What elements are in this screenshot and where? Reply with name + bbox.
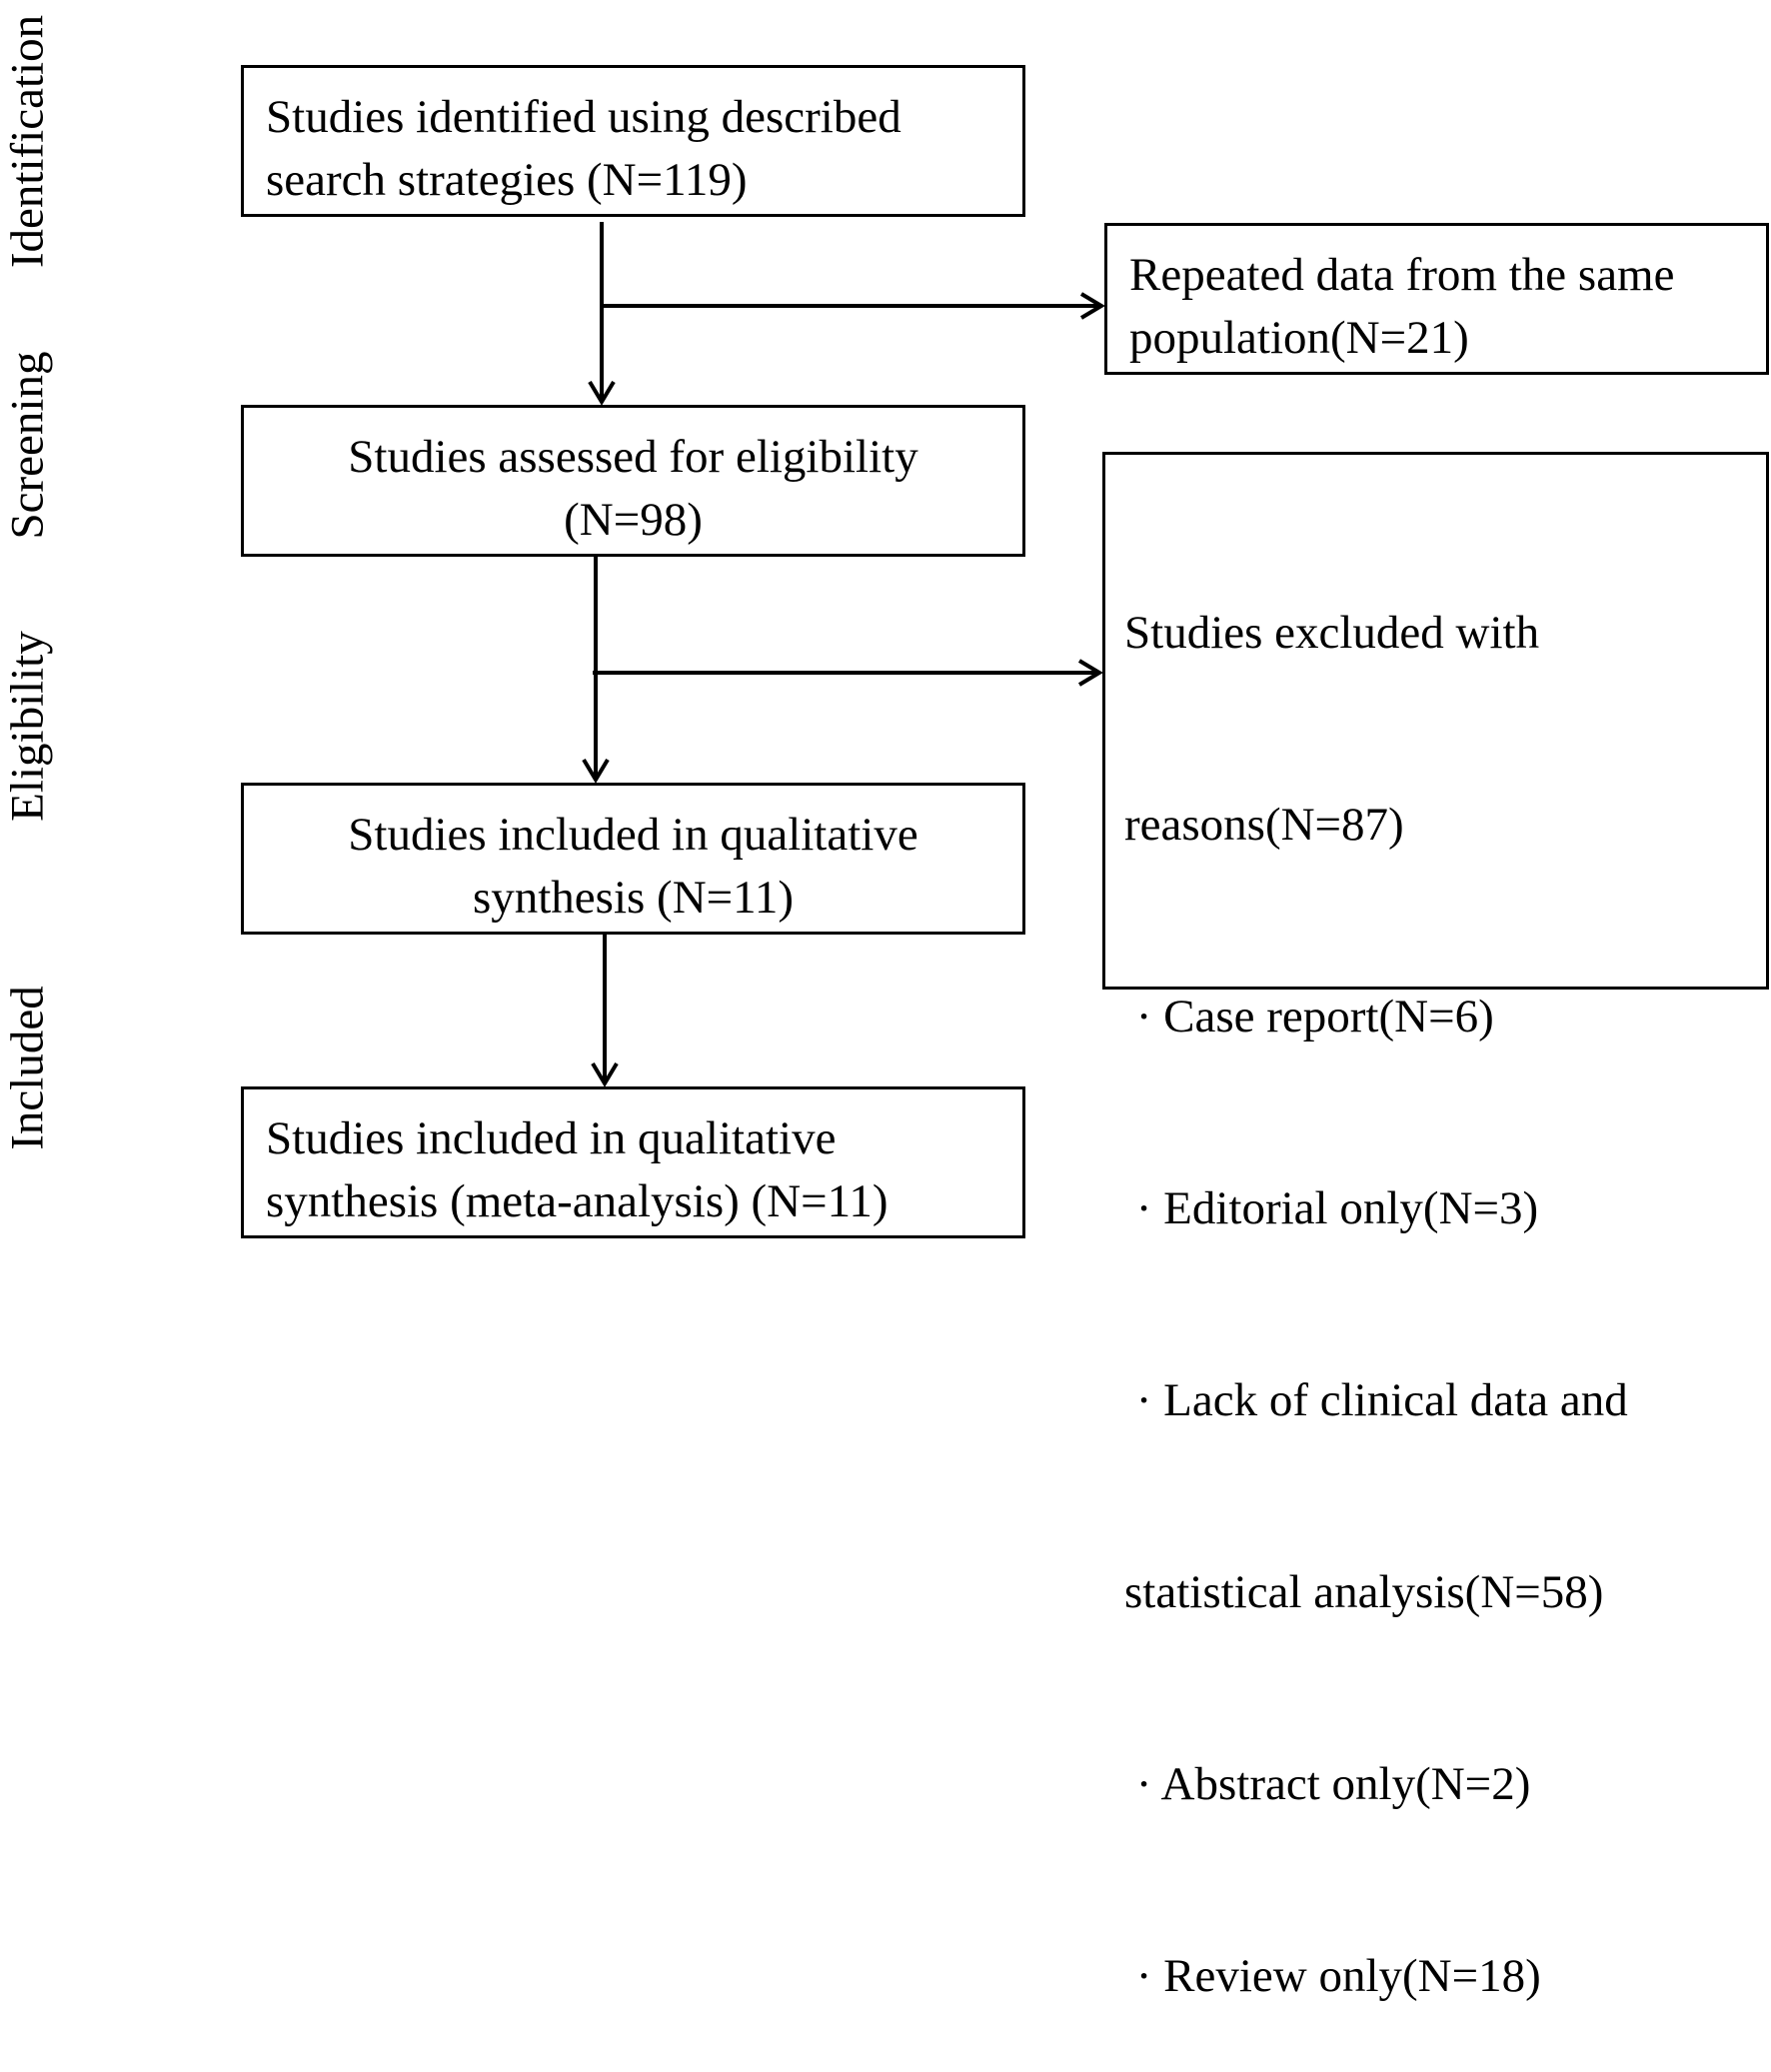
box-line: population(N=21) [1129, 312, 1469, 364]
exclusion-reason: · Case report(N=6) [1124, 991, 1494, 1042]
box-line: reasons(N=87) [1124, 799, 1404, 851]
exclusion-reason: · Lack of clinical data and [1124, 1374, 1628, 1426]
exclusion-reason: statistical analysis(N=58) [1124, 1566, 1604, 1618]
box-line: Studies identified using described [266, 91, 901, 143]
box-studies-assessed: Studies assessed for eligibility (N=98) [241, 405, 1025, 557]
connector-arrows [582, 222, 1105, 1087]
arrow-identified-to-assessed [588, 222, 616, 406]
box-line: Studies assessed for eligibility [348, 431, 918, 483]
arrow-qualitative-to-meta [591, 935, 619, 1087]
box-meta-analysis: Studies included in qualitative synthesi… [241, 1086, 1025, 1238]
box-line: Studies included in qualitative [348, 809, 918, 861]
box-line: (N=98) [564, 494, 703, 546]
box-line: Repeated data from the same [1129, 249, 1675, 301]
arrow-assessed-to-qualitative [582, 557, 610, 784]
box-line: synthesis (meta-analysis) (N=11) [266, 1175, 888, 1227]
box-repeated-data: Repeated data from the same population(N… [1104, 223, 1769, 375]
box-line: Studies included in qualitative [266, 1112, 837, 1164]
box-line: synthesis (N=11) [472, 872, 795, 924]
box-studies-excluded: Studies excluded with reasons(N=87) · Ca… [1102, 452, 1769, 2002]
box-line: search strategies (N=119) [266, 154, 748, 206]
exclusion-reason: · Abstract only(N=2) [1124, 1758, 1531, 1810]
box-line: Studies excluded with [1124, 607, 1540, 659]
box-studies-identified: Studies identified using described searc… [241, 65, 1025, 217]
arrow-to-excluded [593, 659, 1103, 687]
exclusion-reason: · Editorial only(N=3) [1124, 1182, 1539, 1234]
exclusion-reason: · Review only(N=18) [1124, 1950, 1541, 2002]
box-qualitative-synthesis: Studies included in qualitative synthesi… [241, 783, 1025, 935]
arrow-to-repeated [602, 292, 1105, 320]
